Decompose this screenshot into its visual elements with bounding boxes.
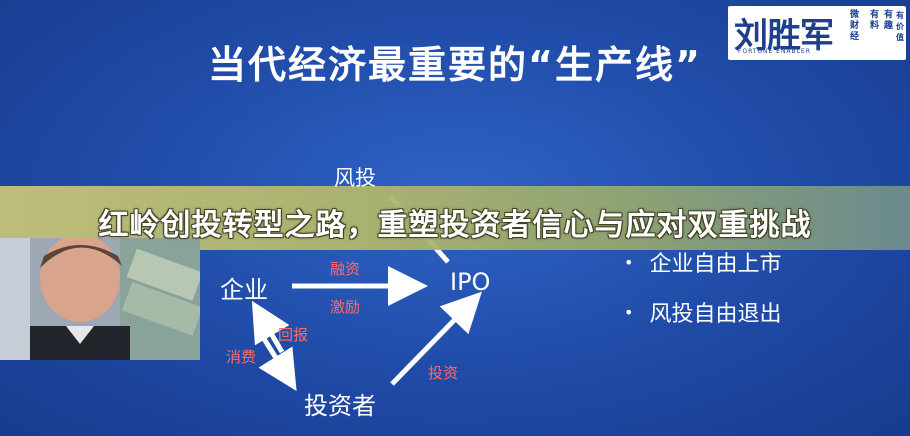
node-enterprise: 企业 bbox=[220, 276, 268, 304]
edge-label-consumption: 消费 bbox=[226, 348, 257, 366]
edge-label-return: 回报 bbox=[278, 326, 309, 344]
arrow-investor-to-enterprise bbox=[251, 300, 290, 354]
bullet-dot-icon: • bbox=[624, 303, 634, 322]
logo-vertical-3: 有趣 bbox=[884, 10, 894, 31]
logo-vertical-4: 有价值 bbox=[896, 11, 904, 42]
bullet-text: 风投自由退出 bbox=[649, 302, 782, 327]
brand-logo: 刘胜军 FORTUNE ENABLER 微财经 有料 有趣 有价值 bbox=[728, 6, 906, 60]
node-investor: 投资者 bbox=[304, 392, 376, 420]
logo-main-text: 刘胜军 bbox=[734, 16, 834, 56]
node-vc: 风投 bbox=[334, 166, 376, 190]
arrow-investor-to-ipo bbox=[390, 291, 482, 386]
edge-label-financing: 融资 bbox=[330, 260, 361, 278]
logo-subtitle: FORTUNE ENABLER bbox=[738, 48, 811, 55]
node-ipo: IPO bbox=[450, 268, 491, 296]
logo-vertical-2: 有料 bbox=[870, 10, 880, 31]
bullet-text: 企业自由上市 bbox=[649, 252, 782, 277]
bullet-dot-icon: • bbox=[624, 253, 634, 272]
slide-title: 当代经济最重要的“生产线” bbox=[208, 43, 702, 87]
arrow-enterprise-to-investor bbox=[253, 324, 297, 391]
portrait-photo bbox=[0, 238, 200, 360]
bullet-item: • 企业自由上市 bbox=[624, 246, 781, 278]
logo-vertical-1: 微财经 bbox=[850, 10, 860, 42]
edge-label-incentive: 激励 bbox=[330, 298, 361, 316]
headline-banner-text: 红岭创投转型之路，重塑投资者信心与应对双重挑战 bbox=[98, 208, 812, 243]
edge-label-investment: 投资 bbox=[428, 364, 459, 382]
bullet-item: • 风投自由退出 bbox=[624, 296, 781, 328]
